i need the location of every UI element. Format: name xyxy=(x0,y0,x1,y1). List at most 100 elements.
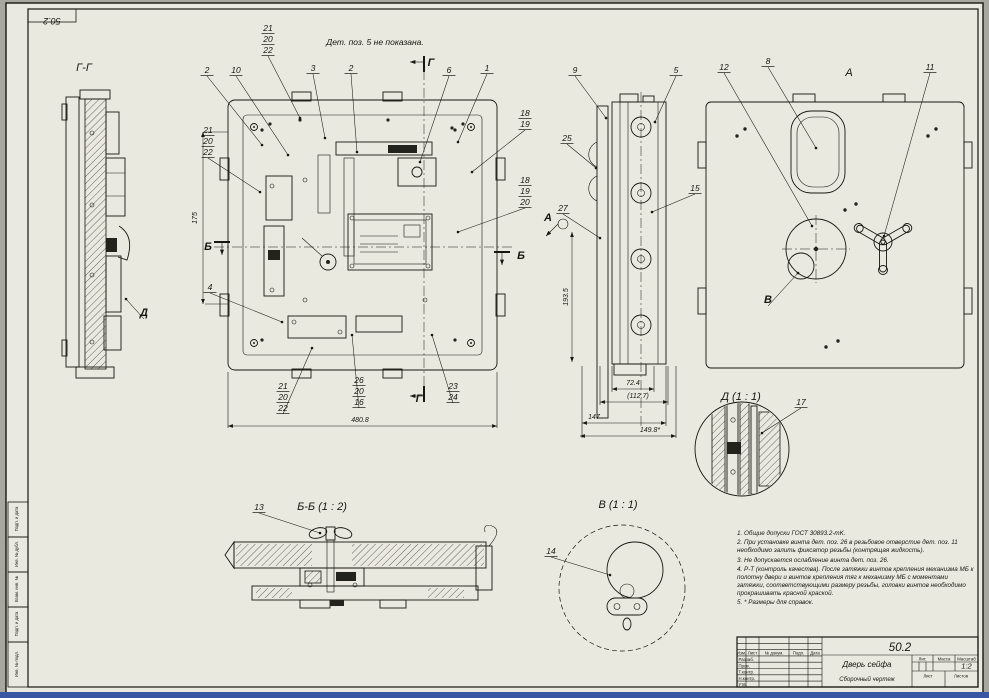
leader-dot xyxy=(280,320,284,324)
bolt-hole xyxy=(630,248,652,270)
titleblock-row-razrab: Разраб. xyxy=(739,657,754,662)
leader-line xyxy=(351,334,360,409)
view-label: Б-Б (1 : 2) xyxy=(297,501,347,513)
titleblock-col-list: Лист xyxy=(748,651,757,656)
leader-line xyxy=(350,73,358,153)
titleblock-mass-label: Масса xyxy=(938,657,951,662)
section-marks xyxy=(214,56,559,402)
view-label: А xyxy=(844,67,852,79)
position-callout-4: 4 xyxy=(208,282,213,292)
leader-dot xyxy=(456,140,460,144)
position-callout-2: 2 xyxy=(348,63,354,73)
position-callout-6: 6 xyxy=(447,65,452,75)
note-line: 3. Не допускается ослабление винта дет. … xyxy=(737,556,889,564)
position-callout-18: 18 xyxy=(520,175,530,185)
leader-line xyxy=(761,407,802,434)
dimension-175: 175 xyxy=(192,212,199,224)
titleblock-part-name: Дверь сейфа xyxy=(842,660,893,669)
titleblock-col-doc: № докум. xyxy=(765,651,784,656)
leader-line xyxy=(258,512,321,534)
leader-dot xyxy=(260,143,264,147)
titleblock-row-prov: Пров. xyxy=(739,663,750,668)
position-callout-23: 23 xyxy=(447,381,458,391)
titleblock-designation: 50.2 xyxy=(889,642,912,654)
position-callout-20: 20 xyxy=(353,386,364,396)
side-strip-label: Подп. и дата xyxy=(14,611,19,636)
position-callout-2: 2 xyxy=(204,65,210,75)
leader-line xyxy=(457,207,526,233)
section-letter-А: А xyxy=(543,212,552,224)
dimension-193.5: 193.5 xyxy=(563,288,570,306)
leader-line xyxy=(654,75,677,123)
leader-dot xyxy=(323,136,327,140)
view-label: Д (1 : 1) xyxy=(719,391,761,403)
dimension-480.8: 480.8 xyxy=(351,417,369,424)
section-letter-В: В xyxy=(764,294,772,306)
titleblock-doc-type: Сборочный чертеж xyxy=(839,676,895,683)
title-block: 50.2 Дверь сейфа Сборочный чертеж 1:2 Из… xyxy=(736,636,979,688)
position-callout-20: 20 xyxy=(202,136,213,146)
position-callout-12: 12 xyxy=(719,62,729,72)
detail-v xyxy=(558,524,686,652)
section-letter-Б: Б xyxy=(204,241,212,253)
leader-dot xyxy=(470,170,474,174)
position-callout-20: 20 xyxy=(277,392,288,402)
view-bb-section xyxy=(224,524,498,609)
leader-dot xyxy=(796,271,800,275)
position-callout-25: 25 xyxy=(561,133,572,143)
leader-dot xyxy=(608,573,612,577)
leader-line xyxy=(282,347,313,415)
leader-dot xyxy=(882,234,886,238)
leader-line xyxy=(431,334,454,404)
side-strip-label: Взам. инв. № xyxy=(14,576,19,602)
escutcheon xyxy=(790,110,846,194)
view-plan xyxy=(205,70,512,428)
leader-line xyxy=(457,73,488,143)
position-callout-21: 21 xyxy=(262,23,273,33)
position-callout-24: 24 xyxy=(447,392,458,402)
position-callout-16: 16 xyxy=(354,397,364,407)
position-callout-15: 15 xyxy=(690,183,700,193)
leader-line xyxy=(566,143,597,169)
view-front xyxy=(697,93,973,369)
bolt-hole xyxy=(630,182,652,204)
position-callout-13: 13 xyxy=(254,502,264,512)
leader-line xyxy=(651,193,696,213)
position-callout-21: 21 xyxy=(202,125,213,135)
leader-line xyxy=(419,75,450,163)
section-letter-Г: Г xyxy=(416,393,424,405)
lock-module xyxy=(347,213,433,271)
view-gg-section xyxy=(61,89,131,379)
position-callout-22: 22 xyxy=(202,147,213,157)
technical-notes: 1. Общие допуски ГОСТ 30893.2-mK. 2. При… xyxy=(737,530,977,609)
leader-dot xyxy=(286,153,290,157)
titleblock-row-tkontr: Т.контр. xyxy=(739,670,755,675)
side-strip: Подп. и дата Инв. № дубл. Взам. инв. № П… xyxy=(7,501,29,688)
titleblock-sheet-label: Лист xyxy=(923,674,932,679)
leader-dot xyxy=(124,297,128,301)
position-callout-8: 8 xyxy=(766,56,771,66)
section-letter-Б: Б xyxy=(517,250,525,262)
position-callout-20: 20 xyxy=(262,34,273,44)
titleblock-col-izm: Изм. xyxy=(737,651,746,656)
position-callout-9: 9 xyxy=(573,65,578,75)
leader-line xyxy=(471,129,526,173)
titleblock-col-sign: Подп. xyxy=(793,651,804,656)
position-callout-1: 1 xyxy=(485,63,490,73)
paper-sheet xyxy=(5,2,984,694)
leader-line xyxy=(235,75,289,156)
titleblock-row-nkontr: Н.контр. xyxy=(739,676,756,681)
leader-dot xyxy=(298,116,302,120)
leader-line xyxy=(209,292,283,323)
position-callout-22: 22 xyxy=(277,403,288,413)
note-line: 1. Общие допуски ГОСТ 30893.2-mK. xyxy=(737,530,846,537)
leader-line xyxy=(207,157,261,193)
leader-dot xyxy=(810,224,814,228)
leader-line xyxy=(125,298,145,320)
detail-d xyxy=(694,401,790,497)
titleblock-sheets-label: Листов xyxy=(954,674,969,679)
leader-dot xyxy=(598,236,602,240)
view-label: Г-Г xyxy=(76,62,93,74)
position-callout-14: 14 xyxy=(546,546,556,556)
drawing-frame xyxy=(27,8,979,688)
